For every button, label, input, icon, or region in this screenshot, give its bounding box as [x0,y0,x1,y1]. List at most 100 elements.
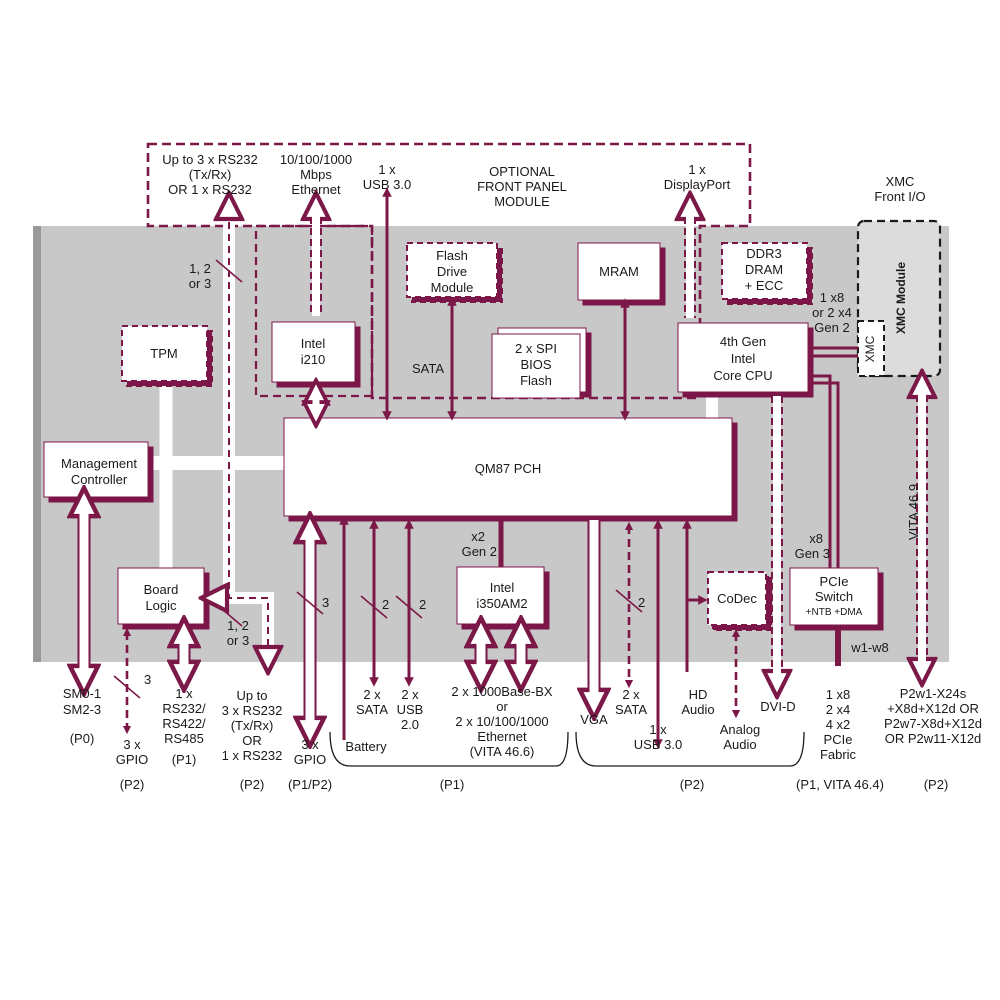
fp-usb3-line2: USB 3.0 [363,177,411,192]
sata-p2-line2: SATA [615,702,647,717]
fp-displayport-line1: 1 x [688,162,706,177]
battery-label: Battery [345,739,387,754]
i350-line2: i350AM2 [476,596,527,611]
front-panel-outline [146,142,752,400]
blocks: Flash Drive Module MRAM DDR3 DRAM + ECC … [43,242,879,626]
mram-label: MRAM [599,264,639,279]
xmc-p2-line4: OR P2w11-X12d [885,731,982,746]
flash-drive-line3: Module [431,280,474,295]
cpu-xmc-link-1: 1 x8 [820,290,845,305]
connector-p1-group: (P1) [440,777,465,792]
bus-2-usb: 2 [419,597,426,612]
management-line2: Controller [71,472,128,487]
hd-audio-line2: Audio [681,702,714,717]
usb2-line1: 2 x [401,687,419,702]
connector-p0: (P0) [70,731,95,746]
ddr3-line2: DRAM [745,262,783,277]
i210-line2: i210 [301,352,326,367]
pcie-switch-line2: Switch [815,589,853,604]
spi-bios-line1: 2 x SPI [515,341,557,356]
fp-rs232-line1: Up to 3 x RS232 [162,152,257,167]
pcie-fabric-line1: 1 x8 [826,687,851,702]
rs232-count-top-2: or 3 [189,276,211,291]
bus-ticks [113,259,643,699]
pcie-switch-line1: PCIe [820,574,849,589]
bus-3-gpio-a: 3 [322,595,329,610]
usb3-line1: 1 x [649,722,667,737]
group-brackets [329,731,805,767]
fp-title-line3: MODULE [494,194,550,209]
spi-bios-block: 2 x SPI BIOS Flash [491,327,587,399]
pcie-fabric-line4: PCIe [824,732,853,747]
fp-title-line1: OPTIONAL [489,164,555,179]
board-logic-line2: Logic [145,598,177,613]
rs-serial-line4: RS485 [164,731,204,746]
xmc-connector-label: XMC [863,335,877,362]
connector-p1p2: (P1/P2) [288,777,332,792]
pch-label: QM87 PCH [475,461,541,476]
xmc-p2-line1: P2w1-X24s [900,686,967,701]
rs232-count-top-1: 1, 2 [189,261,211,276]
dashed-arrows [122,521,741,735]
ethernet-line1: 2 x 1000Base-BX [451,684,553,699]
flash-drive-line1: Flash [436,248,468,263]
vga-label: VGA [580,712,608,727]
ddr3-line3: + ECC [745,278,784,293]
rs232-rear-line2: 3 x RS232 [222,703,283,718]
xmc-caption-line1: XMC [886,174,915,189]
sata-p2-line1: 2 x [622,687,640,702]
gpio-p1p2-line2: GPIO [294,752,327,767]
pcie-switch-line3: +NTB +DMA [806,607,863,618]
board-left-edge [33,226,41,662]
board-logic-block: Board Logic [117,567,205,625]
dvid-label: DVI-D [760,699,795,714]
cpu-xmc-link-3: Gen 2 [814,320,849,335]
flash-drive-line2: Drive [437,264,467,279]
spi-bios-line3: Flash [520,373,552,388]
xmc-p2-line2: +X8d+X12d OR [887,701,979,716]
pcie-switch-block: PCIe Switch +NTB +DMA [789,567,879,626]
board-labels: 1, 2 or 3 SATA 1 x8 or 2 x4 Gen 2 x2 Gen… [144,261,921,687]
sm-line1: SM0-1 [63,686,101,701]
gpio-p2-line2: GPIO [116,752,149,767]
sata-line2: SATA [356,702,388,717]
fp-rs232-line2: (Tx/Rx) [189,167,232,182]
thin-arrows [339,187,708,749]
ethernet-line2: or [496,699,508,714]
tpm-block: TPM [121,325,208,382]
fp-displayport-line2: DisplayPort [664,177,731,192]
vita469-label: VITA 46.9 [906,484,921,540]
fp-ethernet-line2: Mbps [300,167,332,182]
rs232-rear-line3: (Tx/Rx) [231,718,274,733]
xmc-module-label: XMC Module [894,262,908,334]
rs232-rear-line4: OR [242,733,262,748]
i210-block: Intel i210 [271,321,356,383]
codec-block: CoDec [707,571,767,626]
mram-block: MRAM [577,242,661,301]
sata-line1: 2 x [363,687,381,702]
codec-label: CoDec [717,591,757,606]
fp-ethernet-line3: Ethernet [291,182,341,197]
board-logic-line1: Board [144,582,179,597]
connector-p1-vita: (P1, VITA 46.4) [796,777,884,792]
pcie-link-1: x8 [809,531,823,546]
fp-ethernet-line1: 10/100/1000 [280,152,352,167]
rs232-rear-line1: Up to [236,688,267,703]
connector-p2-xmc: (P2) [924,777,949,792]
bus-3-gpio-b: 3 [144,672,151,687]
connector-p2-gpio: (P2) [120,777,145,792]
bottom-labels: SM0-1 SM2-3 (P0) 3 x GPIO (P2) 1 x RS232… [63,684,982,792]
hd-audio-line1: HD [689,687,708,702]
i350-link-2: Gen 2 [462,544,497,559]
xmc-caption-line2: Front I/O [874,189,925,204]
analog-audio-line2: Audio [723,737,756,752]
rs-serial-line3: RS422/ [162,716,206,731]
i350-line1: Intel [490,580,515,595]
wide-dashed-arrows [214,206,922,684]
ddr3-line1: DDR3 [746,246,781,261]
management-line1: Management [61,456,137,471]
front-panel-labels: Up to 3 x RS232 (Tx/Rx) OR 1 x RS232 10/… [162,152,925,209]
gpio-p2-line1: 3 x [123,737,141,752]
usb2-line3: 2.0 [401,717,419,732]
